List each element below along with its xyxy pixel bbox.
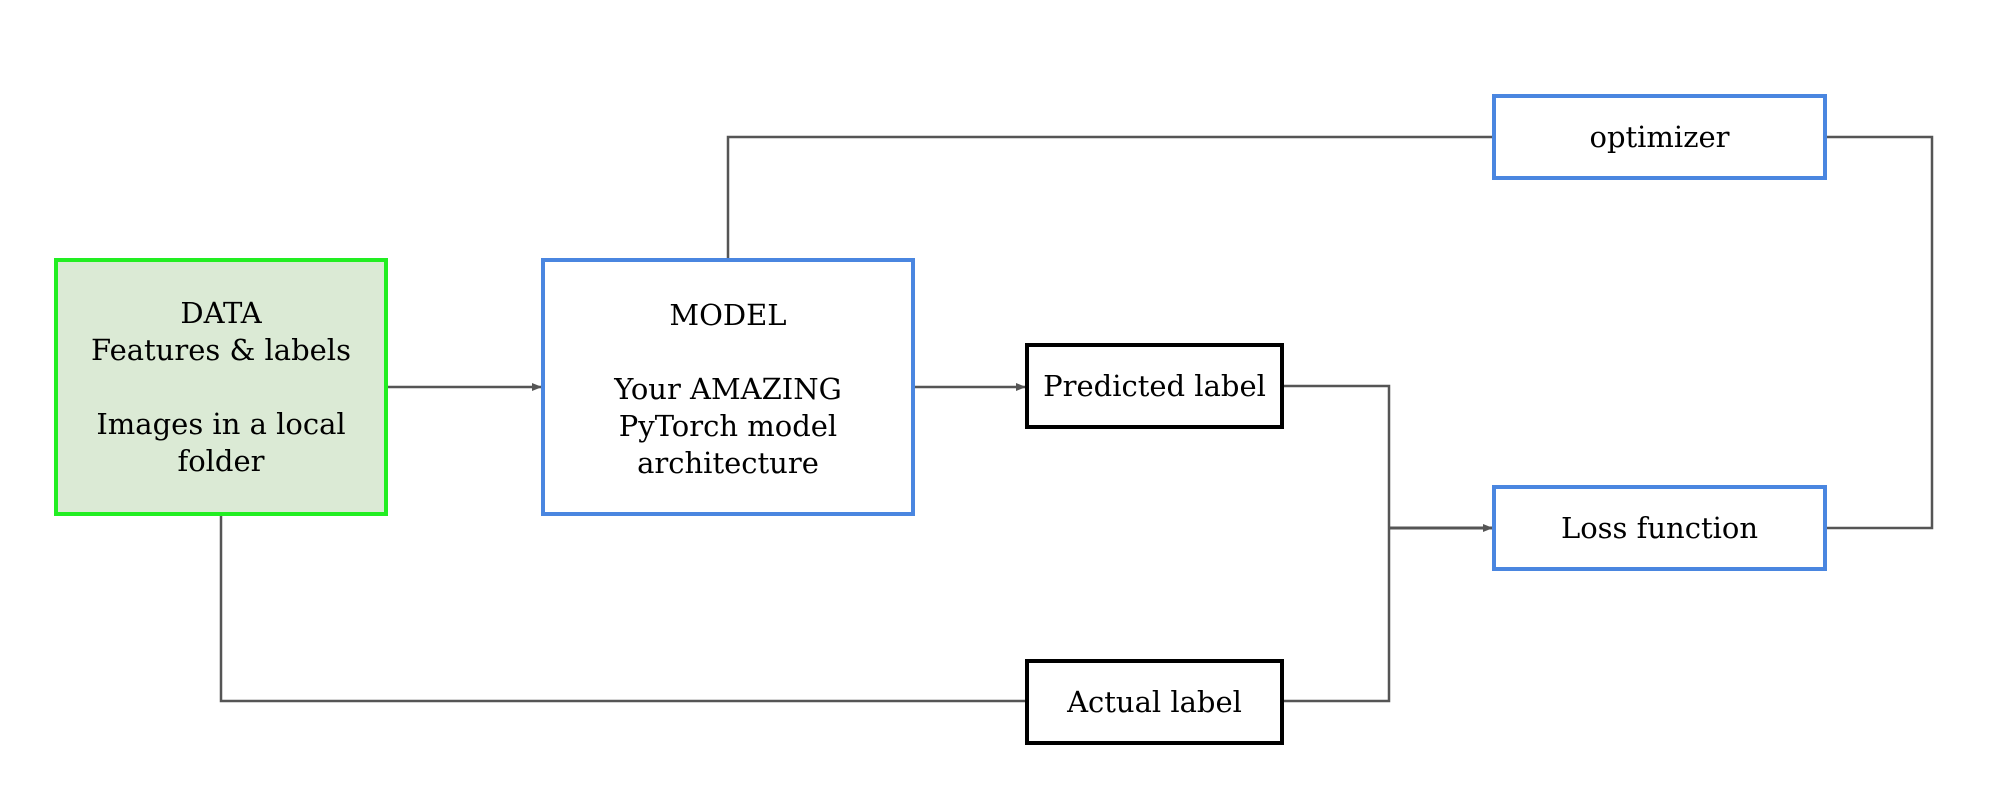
loss-function-node: Loss function [1492,485,1827,571]
connector-optimizer-to-loss-function [1827,135,1934,530]
model-node-description-line-1: Your AMAZING [614,372,842,406]
data-node: DATA Features & labels Images in a local… [54,258,388,516]
predicted-label-text: Predicted label [1043,368,1266,403]
model-node-description-line-3: architecture [637,446,819,480]
connector-actual-label-to-merge [1284,528,1391,703]
connector-model-to-optimizer [726,135,1492,258]
model-node: MODEL Your AMAZING PyTorch model archite… [541,258,915,516]
loss-function-text: Loss function [1560,510,1759,545]
data-node-description-line-2: folder [177,443,265,478]
model-node-description-line-2: PyTorch model [618,409,838,443]
data-node-subtitle: Features & labels [91,332,351,367]
connector-data-to-actual-label [219,516,1025,703]
optimizer-node: optimizer [1492,94,1827,180]
model-node-title: MODEL [669,298,787,332]
optimizer-text: optimizer [1589,119,1730,154]
predicted-label-node: Predicted label [1025,343,1284,429]
connector-predicted-label-to-merge [1284,384,1391,528]
data-node-title: DATA [180,295,262,330]
actual-label-node: Actual label [1025,659,1284,745]
actual-label-text: Actual label [1067,684,1242,719]
data-node-description-line-1: Images in a local [96,406,346,441]
